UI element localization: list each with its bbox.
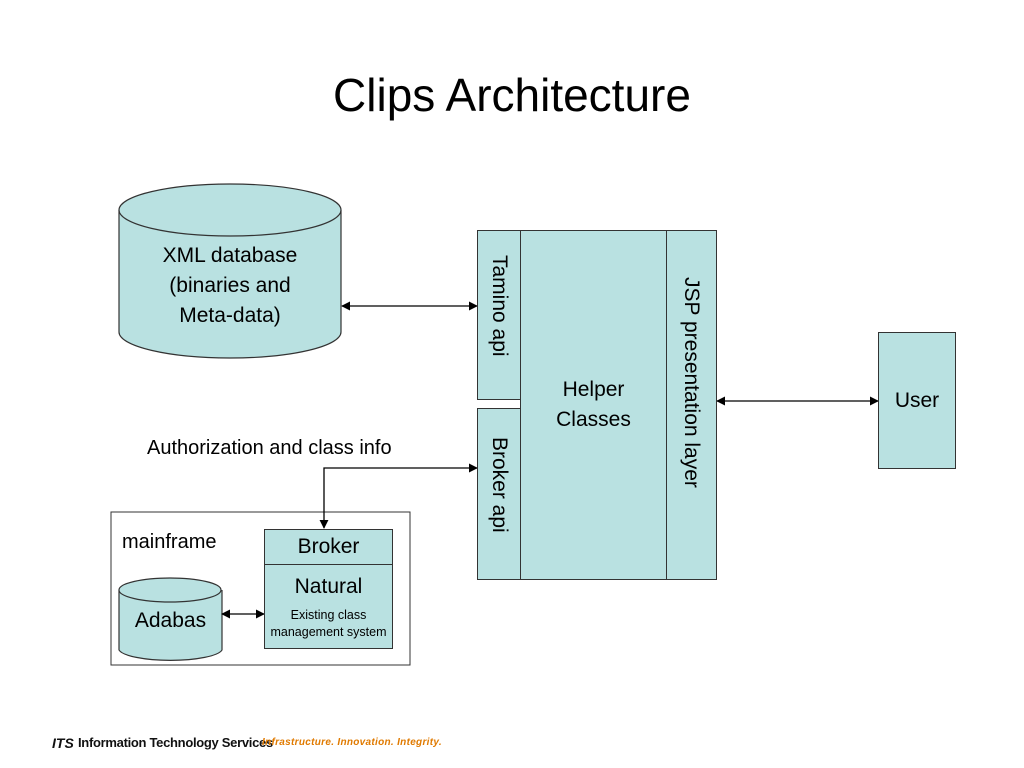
natural-label: Natural (294, 575, 363, 598)
broker-label: Broker (297, 535, 360, 558)
footer-tagline: Infrastructure. Innovation. Integrity. (262, 737, 442, 748)
jsp-presentation-label: JSP presentation layer (680, 277, 703, 488)
xml-database-line-1: XML database (162, 244, 298, 267)
broker-api-box: Broker api (477, 408, 521, 580)
xml-database-label: XML database (binaries and Meta-data) (119, 240, 341, 332)
broker-connector (319, 463, 478, 529)
xml-database-line-3: Meta-data) (179, 304, 281, 327)
its-logo: ITS (52, 735, 74, 751)
user-label: User (894, 388, 940, 412)
tamino-api-label: Tamino api (488, 255, 511, 357)
natural-sublabel: Existing class management system (261, 607, 396, 641)
broker-box: Broker (264, 529, 393, 565)
jsp-presentation-box: JSP presentation layer (666, 230, 717, 580)
natural-box: Natural Existing class management system (264, 564, 393, 649)
footer-org-name: Information Technology Services (78, 735, 273, 750)
xml-database-cylinder (118, 183, 342, 359)
xml-database-line-2: (binaries and (169, 274, 291, 297)
adabas-text: Adabas (134, 609, 207, 632)
user-box: User (878, 332, 956, 469)
adabas-cylinder (118, 577, 223, 661)
helper-classes-line-1: Helper (562, 378, 625, 401)
broker-api-label: Broker api (488, 437, 511, 533)
page-title: Clips Architecture (333, 69, 691, 121)
mainframe-label: mainframe (122, 531, 217, 553)
mainframe-container (110, 511, 411, 666)
natural-sub-line-1: Existing class (290, 608, 367, 622)
helper-classes-line-2: Classes (556, 408, 631, 431)
adabas-label: Adabas (119, 604, 222, 638)
tamino-api-box: Tamino api (477, 230, 521, 400)
helper-classes-box: Helper Classes (520, 230, 667, 580)
natural-sub-line-2: management system (270, 625, 387, 639)
authorization-label: Authorization and class info (147, 437, 392, 459)
